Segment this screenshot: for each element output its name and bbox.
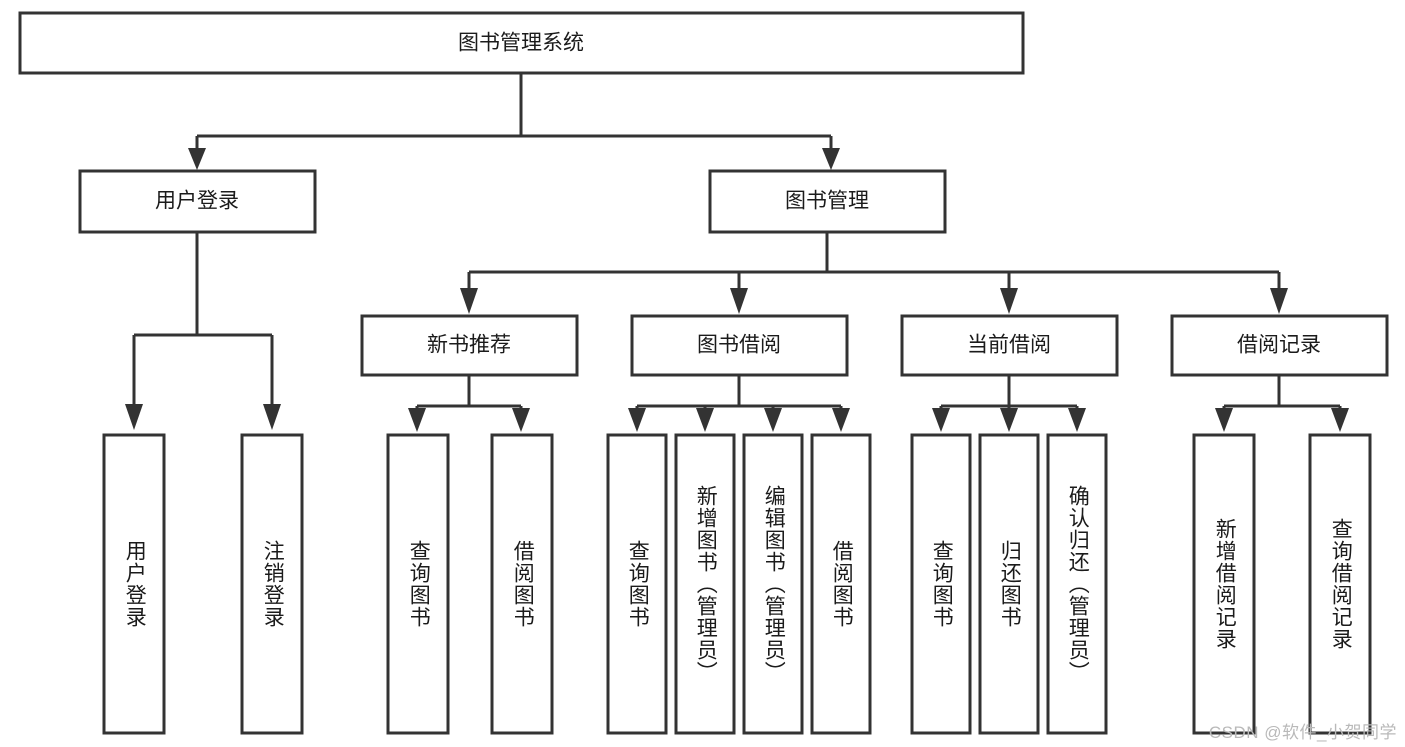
root-box-label: 图书管理系统 xyxy=(458,32,584,55)
arrowhead-current-borrow xyxy=(1000,288,1018,314)
borrow-record-box-label: 借阅记录 xyxy=(1237,334,1321,357)
leaf-borrow-books-recommend-rect[interactable] xyxy=(490,433,554,735)
node-user-login[interactable]: 用户登录 xyxy=(78,169,317,234)
current-borrow-box-rect xyxy=(900,314,1119,377)
arrowhead-leaf-add-borrow-record xyxy=(1215,408,1233,432)
leaf-add-borrow-record-rect[interactable] xyxy=(1192,433,1256,735)
book-borrow-box-rect xyxy=(630,314,849,377)
arrowhead-leaf-borrow-book xyxy=(832,408,850,432)
arrowhead-leaf-borrow-books-recommend xyxy=(512,408,530,432)
leaf-logout-rect[interactable] xyxy=(240,433,304,735)
arrowhead-leaf-add-book-admin xyxy=(696,408,714,432)
arrowhead-user-login xyxy=(188,148,206,170)
root-box-rect xyxy=(18,11,1025,75)
new-book-box-label: 新书推荐 xyxy=(427,334,511,357)
arrowhead-leaf-return-book xyxy=(1000,408,1018,432)
arrowhead-leaf-query-books-borrow xyxy=(628,408,646,432)
node-book-management[interactable]: 图书管理 xyxy=(708,169,947,234)
node-current-borrow[interactable]: 当前借阅 xyxy=(900,314,1119,377)
arrowhead-leaf-confirm-return-admin xyxy=(1068,408,1086,432)
borrow-record-box-rect xyxy=(1170,314,1389,377)
node-borrow-record[interactable]: 借阅记录 xyxy=(1170,314,1389,377)
arrowhead-leaf-query-borrow-record xyxy=(1331,408,1349,432)
node-new-book-recommend[interactable]: 新书推荐 xyxy=(360,314,579,377)
leaf-add-book-admin-rect[interactable] xyxy=(674,433,736,735)
leaf-user-login-rect[interactable] xyxy=(102,433,166,735)
leaf-query-borrow-record-rect[interactable] xyxy=(1308,433,1372,735)
arrowhead-leaf-user-login xyxy=(125,404,143,430)
arrowhead-book-borrow xyxy=(730,288,748,314)
user-login-box-label: 用户登录 xyxy=(155,190,239,213)
leaf-edit-book-admin-rect[interactable] xyxy=(742,433,804,735)
leaf-query-books-borrow-rect[interactable] xyxy=(606,433,668,735)
node-book-borrow[interactable]: 图书借阅 xyxy=(630,314,849,377)
book-mgmt-box-rect xyxy=(708,169,947,234)
leaf-confirm-return-admin-rect[interactable] xyxy=(1046,433,1108,735)
arrowhead-new-book-recommend xyxy=(460,288,478,314)
book-mgmt-box-label: 图书管理 xyxy=(785,190,869,213)
csdn-watermark: CSDN @软件_小贺同学 xyxy=(1208,723,1397,742)
leaf-query-books-current-rect[interactable] xyxy=(910,433,972,735)
current-borrow-box-label: 当前借阅 xyxy=(967,334,1051,357)
leaf-return-book-rect[interactable] xyxy=(978,433,1040,735)
node-root-library-system[interactable]: 图书管理系统 xyxy=(18,11,1025,75)
arrowhead-leaf-query-books-current xyxy=(932,408,950,432)
book-borrow-box-label: 图书借阅 xyxy=(697,334,781,357)
arrowhead-leaf-logout xyxy=(263,404,281,430)
arrowhead-borrow-record xyxy=(1270,288,1288,314)
leaf-query-books-recommend-rect[interactable] xyxy=(386,433,450,735)
new-book-box-rect xyxy=(360,314,579,377)
leaf-borrow-book-rect[interactable] xyxy=(810,433,872,735)
arrowhead-leaf-edit-book-admin xyxy=(764,408,782,432)
arrowhead-leaf-query-books-recommend xyxy=(408,408,426,432)
arrowhead-book-mgmt xyxy=(822,148,840,170)
